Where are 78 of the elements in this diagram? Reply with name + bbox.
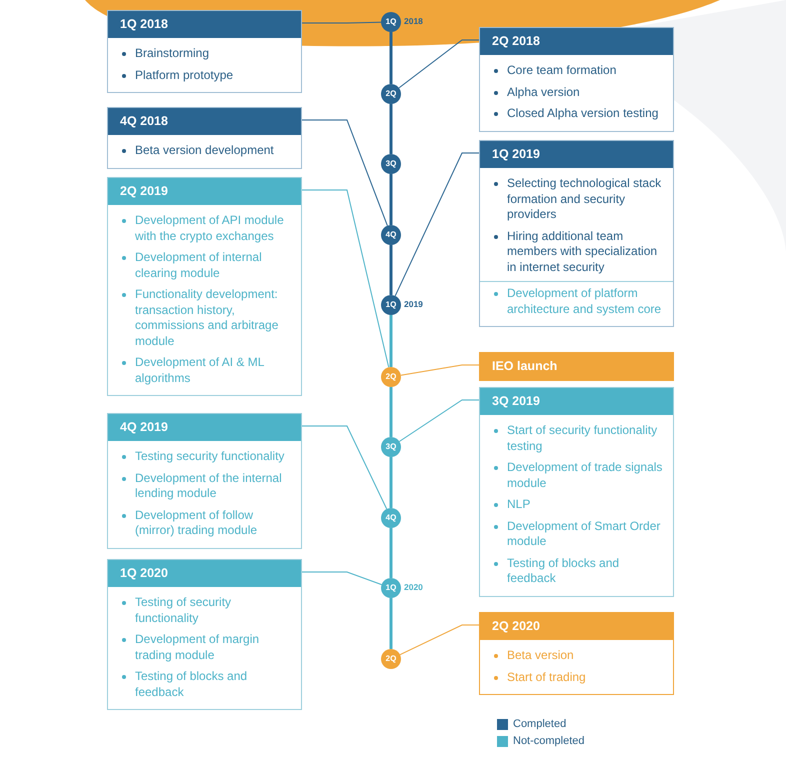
list-item: Selecting technological stack formation and security providers xyxy=(480,173,673,226)
legend-label: Not-completed xyxy=(513,735,585,747)
leader-line xyxy=(398,400,480,442)
card-header: 2Q 2020 xyxy=(480,613,673,640)
leader-line xyxy=(400,364,480,376)
list-item: Testing of blocks and feedback xyxy=(480,552,673,590)
timeline-line xyxy=(390,174,392,225)
roadmap-card xyxy=(107,107,302,168)
timeline-line xyxy=(390,245,392,295)
quarter-marker: 4Q xyxy=(381,508,401,528)
roadmap-card xyxy=(107,559,302,710)
timeline-line xyxy=(390,457,392,508)
quarter-marker: 2Q xyxy=(381,649,401,669)
list-item: Functionality development: transaction history, commissions and arbitrage module xyxy=(108,284,301,352)
roadmap-card xyxy=(479,387,674,596)
timeline-line xyxy=(390,32,392,84)
list-item: Start of security functionality testing xyxy=(480,420,673,457)
list-item: NLP xyxy=(480,494,673,516)
list-item: Development of API module with the crypto exchanges xyxy=(108,210,301,247)
list-item: Development of follow (mirror) trading module xyxy=(108,504,301,542)
list-item: Beta version xyxy=(480,645,673,666)
card-header: 4Q 2018 xyxy=(108,108,301,135)
leader-line xyxy=(302,190,390,368)
roadmap-card xyxy=(107,10,302,93)
quarter-marker: 1Q xyxy=(381,578,401,598)
list-item: Testing of blocks and feedback xyxy=(108,666,301,703)
leader-line xyxy=(302,22,382,24)
card-header: 4Q 2019 xyxy=(108,414,301,441)
quarter-marker: 3Q xyxy=(381,437,401,457)
list-item: Development of internal clearing module xyxy=(108,247,301,284)
card-header: 1Q 2019 xyxy=(480,141,673,168)
list-item: Development of the internal lending module xyxy=(108,468,301,504)
list-item: Development of margin trading module xyxy=(108,629,301,666)
list-item: Alpha version xyxy=(480,82,673,103)
list-item: Platform prototype xyxy=(108,64,301,86)
list-item: Beta version development xyxy=(108,140,301,162)
list-item: Development of platform architecture and system core xyxy=(480,283,673,320)
list-item: Development of AI & ML algorithms xyxy=(108,352,301,389)
list-item: Brainstorming xyxy=(108,43,301,64)
roadmap-card xyxy=(479,27,674,132)
leader-line xyxy=(302,426,388,510)
card-header: 2Q 2018 xyxy=(480,28,673,55)
timeline-line xyxy=(390,528,392,578)
quarter-marker: 2Q xyxy=(381,84,401,104)
timeline-line xyxy=(390,387,392,437)
quarter-marker: 3Q xyxy=(381,154,401,174)
list-item: Development of Smart Order module xyxy=(480,516,673,552)
card-header: IEO launch xyxy=(480,353,673,380)
timeline-line xyxy=(390,315,392,367)
quarter-marker: 2Q xyxy=(381,367,401,387)
card-header: 1Q 2018 xyxy=(108,11,301,38)
legend-label: Completed xyxy=(513,718,566,730)
roadmap-card xyxy=(107,177,302,396)
roadmap-card xyxy=(479,140,674,327)
roadmap-card xyxy=(479,612,674,695)
leader-line xyxy=(394,152,480,296)
list-item: Testing security functionality xyxy=(108,446,301,468)
list-item: Start of trading xyxy=(480,666,673,688)
list-item: Closed Alpha version testing xyxy=(480,103,673,124)
timeline-line xyxy=(390,104,392,154)
timeline-line xyxy=(390,598,392,649)
leader-line xyxy=(302,120,388,226)
card-header: 1Q 2020 xyxy=(108,560,301,587)
roadmap-card xyxy=(107,413,302,548)
list-item: Core team formation xyxy=(480,60,673,82)
year-label: 2018 xyxy=(404,16,423,26)
card-header: 2Q 2019 xyxy=(108,178,301,205)
year-label: 2020 xyxy=(404,582,423,592)
quarter-marker: 4Q xyxy=(381,225,401,245)
leader-line xyxy=(398,40,480,88)
list-item: Hiring additional team members with specialization in internet security xyxy=(480,226,673,278)
card-header: 3Q 2019 xyxy=(480,388,673,415)
year-label: 2019 xyxy=(404,299,423,309)
leader-line xyxy=(400,624,480,656)
leader-line xyxy=(302,572,382,586)
quarter-marker: 1Q xyxy=(381,295,401,315)
list-item: Development of trade signals module xyxy=(480,457,673,494)
list-item: Testing of security functionality xyxy=(108,592,301,629)
